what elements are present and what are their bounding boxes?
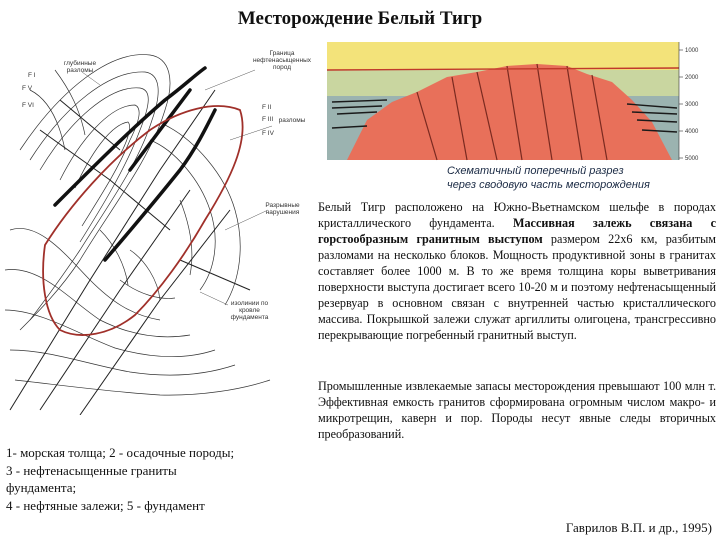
description-paragraph-2: Промышленные извлекаемые запасы месторож… xyxy=(318,379,716,441)
label-faults: разломы xyxy=(278,117,306,124)
legend-line-3: фундамента; xyxy=(6,480,77,495)
label-f2: F II xyxy=(262,104,272,111)
structural-map-graphic xyxy=(4,54,273,416)
cross-section-graphic: 1000 2000 3000 4000 5000 xyxy=(326,42,699,162)
cross-section: 1000 2000 3000 4000 5000 Схематичный поп… xyxy=(326,42,715,192)
section-caption: Схематичный поперечный разрез через свод… xyxy=(447,164,650,192)
description-paragraph-1: Белый Тигр расположено на Южно-Вьетнамск… xyxy=(318,199,716,343)
oil-boundary-line xyxy=(42,105,244,336)
label-f1: F I xyxy=(28,72,36,79)
legend: 1- морская толща; 2 - осадочные породы; … xyxy=(6,444,306,514)
depth-tick-1: 1000 xyxy=(685,48,699,54)
depth-tick-4: 4000 xyxy=(685,129,699,135)
depth-tick-2: 2000 xyxy=(685,75,699,81)
label-f4: F IV xyxy=(262,130,274,137)
label-f3: F III xyxy=(262,116,274,123)
legend-line-1: 1- морская толща; 2 - осадочные породы; xyxy=(6,445,235,460)
section-caption-line2: через сводовую часть месторождения xyxy=(447,179,650,191)
para1-bold: Массивная залежь связана с горстообразны… xyxy=(318,216,716,246)
depth-tick-5: 5000 xyxy=(685,156,699,162)
label-f5: F V xyxy=(22,85,33,92)
section-caption-line1: Схематичный поперечный разрез xyxy=(447,165,624,177)
legend-line-2: 3 - нефтенасыщенные граниты xyxy=(6,462,177,478)
para1-text-a: Белый Тигр расположено на Южно-Вьетнамск… xyxy=(318,200,716,230)
legend-line-4: 4 - нефтяные залежи; 5 - фундамент xyxy=(6,497,205,513)
page-title: Месторождение Белый Тигр xyxy=(237,8,483,29)
citation: Гаврилов В.П. и др., 1995) xyxy=(565,520,712,535)
label-f6: F VI xyxy=(22,102,34,109)
depth-tick-3: 3000 xyxy=(685,102,699,108)
para1-text-b: размером 22х6 км, разбитым разломами на … xyxy=(318,232,716,342)
